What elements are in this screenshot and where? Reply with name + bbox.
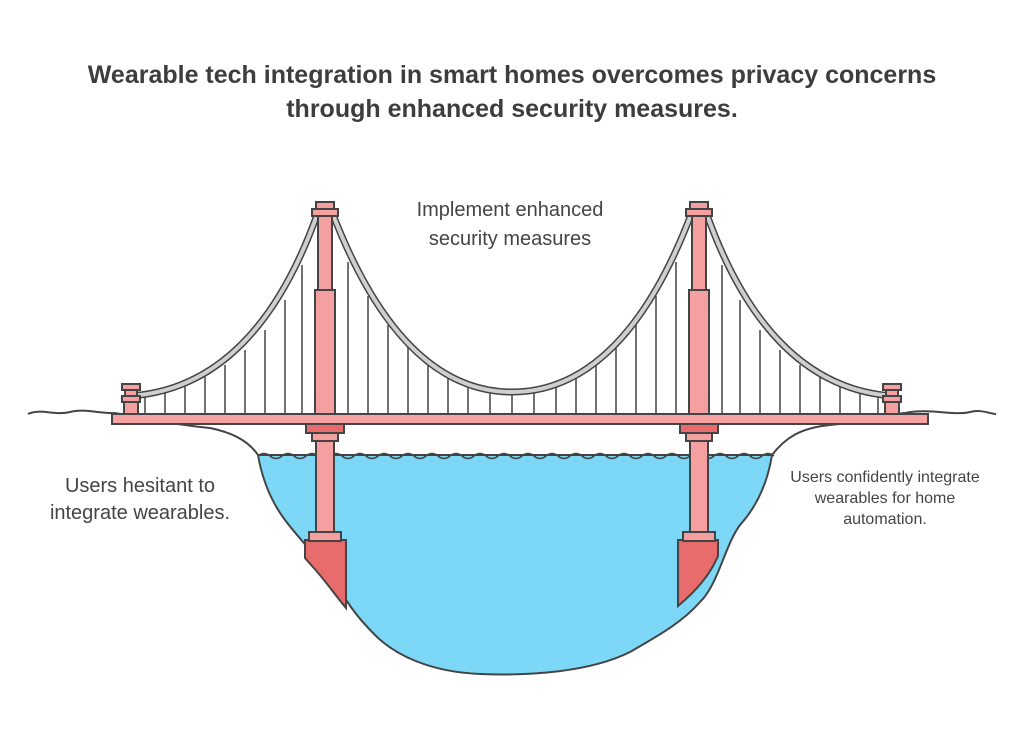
title-line-1: Wearable tech integration in smart homes… [87, 61, 937, 89]
foundation-right [677, 539, 719, 609]
page-title: Wearable tech integration in smart homes… [0, 58, 1024, 126]
label-enhanced-security: Implement enhanced security measures [380, 196, 640, 254]
label-right-line-3: automation. [843, 511, 927, 528]
tower-right [685, 201, 713, 415]
anchor-post-left [121, 383, 141, 415]
label-right-line-1: Users confidently integrate [790, 469, 980, 486]
label-left-line-2: integrate wearables. [49, 502, 231, 524]
foundation-left [304, 539, 347, 611]
suspender-cables [144, 262, 879, 413]
label-left-line-1: Users hesitant to [64, 475, 216, 497]
tower-left [311, 201, 339, 415]
label-center-line-2: security measures [428, 228, 592, 250]
tower-left-leg [315, 439, 335, 541]
tower-right-deck-cap2 [685, 432, 713, 442]
tower-left-deck-cap2 [311, 432, 339, 442]
water-waves [257, 452, 775, 460]
title-line-2: through enhanced security measures. [286, 95, 738, 123]
tower-left-deck-cap [305, 423, 345, 434]
anchor-post-right [882, 383, 902, 415]
bridge-deck [111, 413, 929, 425]
label-users-hesitant: Users hesitant to integrate wearables. [20, 473, 260, 527]
tower-right-deck-cap [679, 423, 719, 434]
tower-right-leg [689, 439, 709, 541]
tower-right-cap-low [682, 531, 716, 542]
label-center-line-1: Implement enhanced [416, 199, 604, 221]
tower-left-cap-low [308, 531, 342, 542]
main-cables [129, 210, 894, 400]
label-users-confident: Users confidently integrate wearables fo… [772, 467, 998, 530]
label-right-line-2: wearables for home [814, 490, 956, 507]
